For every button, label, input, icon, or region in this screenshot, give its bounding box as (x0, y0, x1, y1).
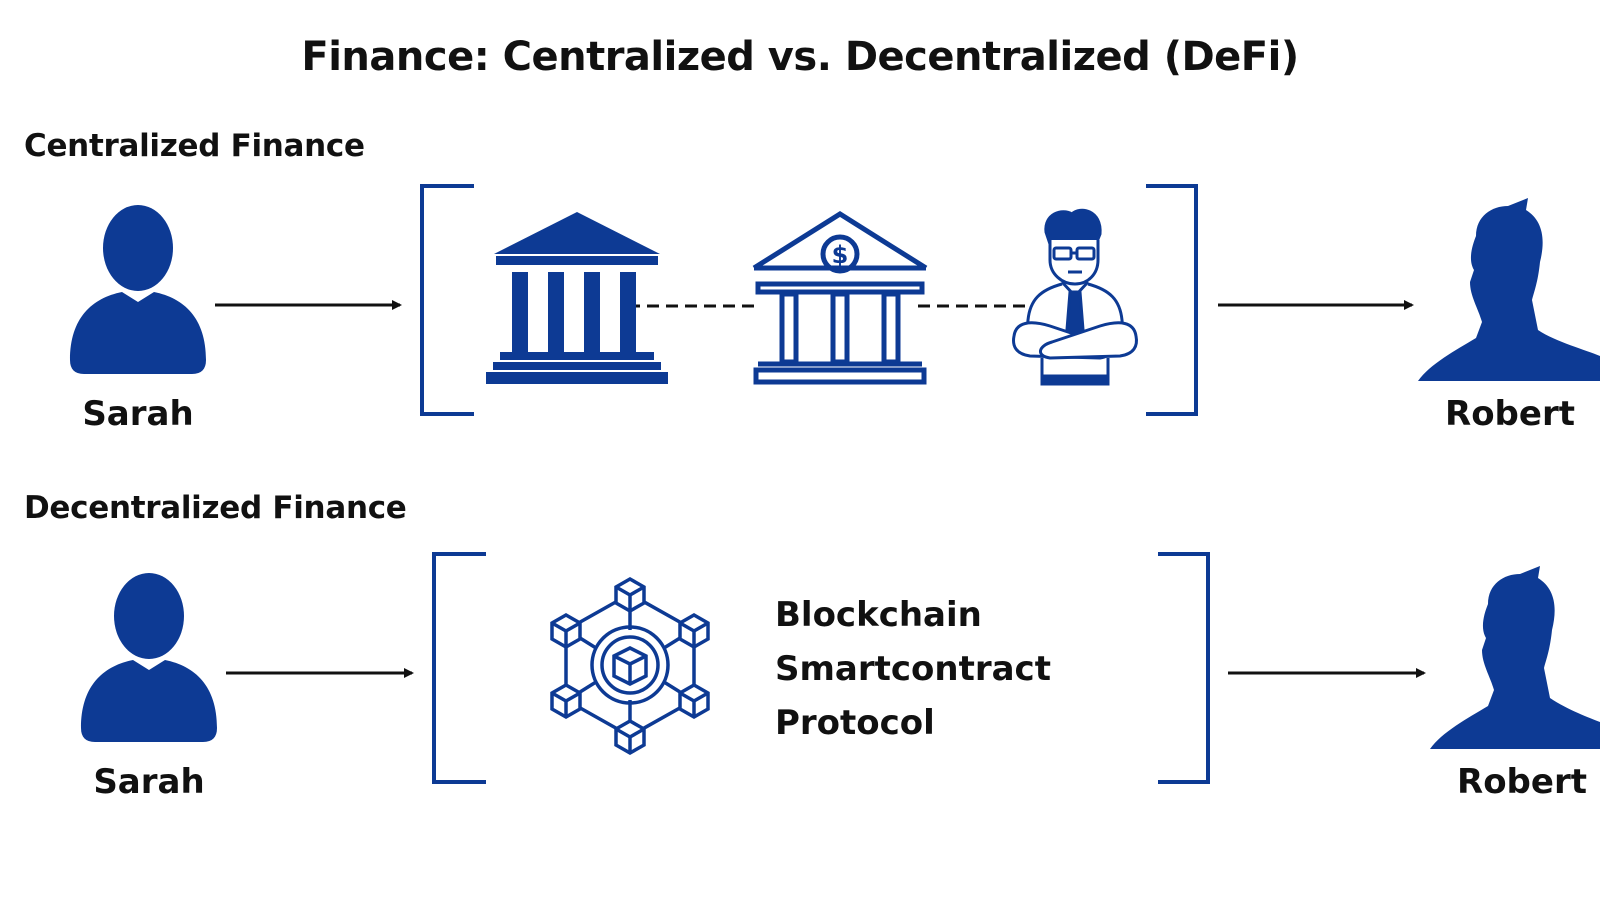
centralized-left-bracket (420, 184, 474, 416)
government-building-icon (486, 212, 668, 384)
decentralized-sender-name: Sarah (93, 762, 205, 802)
centralized-right-bracket (1146, 184, 1198, 416)
robert-user-icon (1430, 566, 1600, 749)
sarah-user-icon (81, 573, 217, 742)
decentralized-receiver-name: Robert (1457, 762, 1587, 802)
tech-item-smartcontract: Smartcontract (775, 649, 1051, 689)
banker-icon (1012, 208, 1138, 386)
centralized-receiver-name: Robert (1445, 394, 1575, 434)
diagram-title: Finance: Centralized vs. Decentralized (… (301, 34, 1299, 80)
decentralized-left-bracket (432, 552, 486, 784)
decentralized-section-label: Decentralized Finance (24, 490, 407, 526)
robert-user-icon (1418, 198, 1600, 381)
sarah-user-icon (70, 205, 206, 374)
decentralized-right-bracket (1158, 552, 1210, 784)
bank-icon (752, 211, 928, 385)
tech-item-blockchain: Blockchain (775, 595, 982, 635)
blockchain-node-cube-icon (550, 576, 710, 756)
centralized-section-label: Centralized Finance (24, 128, 365, 164)
blockchain-network-icon (564, 591, 696, 739)
dollar-sign-icon: $ (832, 241, 849, 269)
tech-item-protocol: Protocol (775, 703, 935, 743)
decentralized-tech-list: Blockchain Smartcontract Protocol (775, 588, 1051, 750)
centralized-sender-name: Sarah (82, 394, 194, 434)
